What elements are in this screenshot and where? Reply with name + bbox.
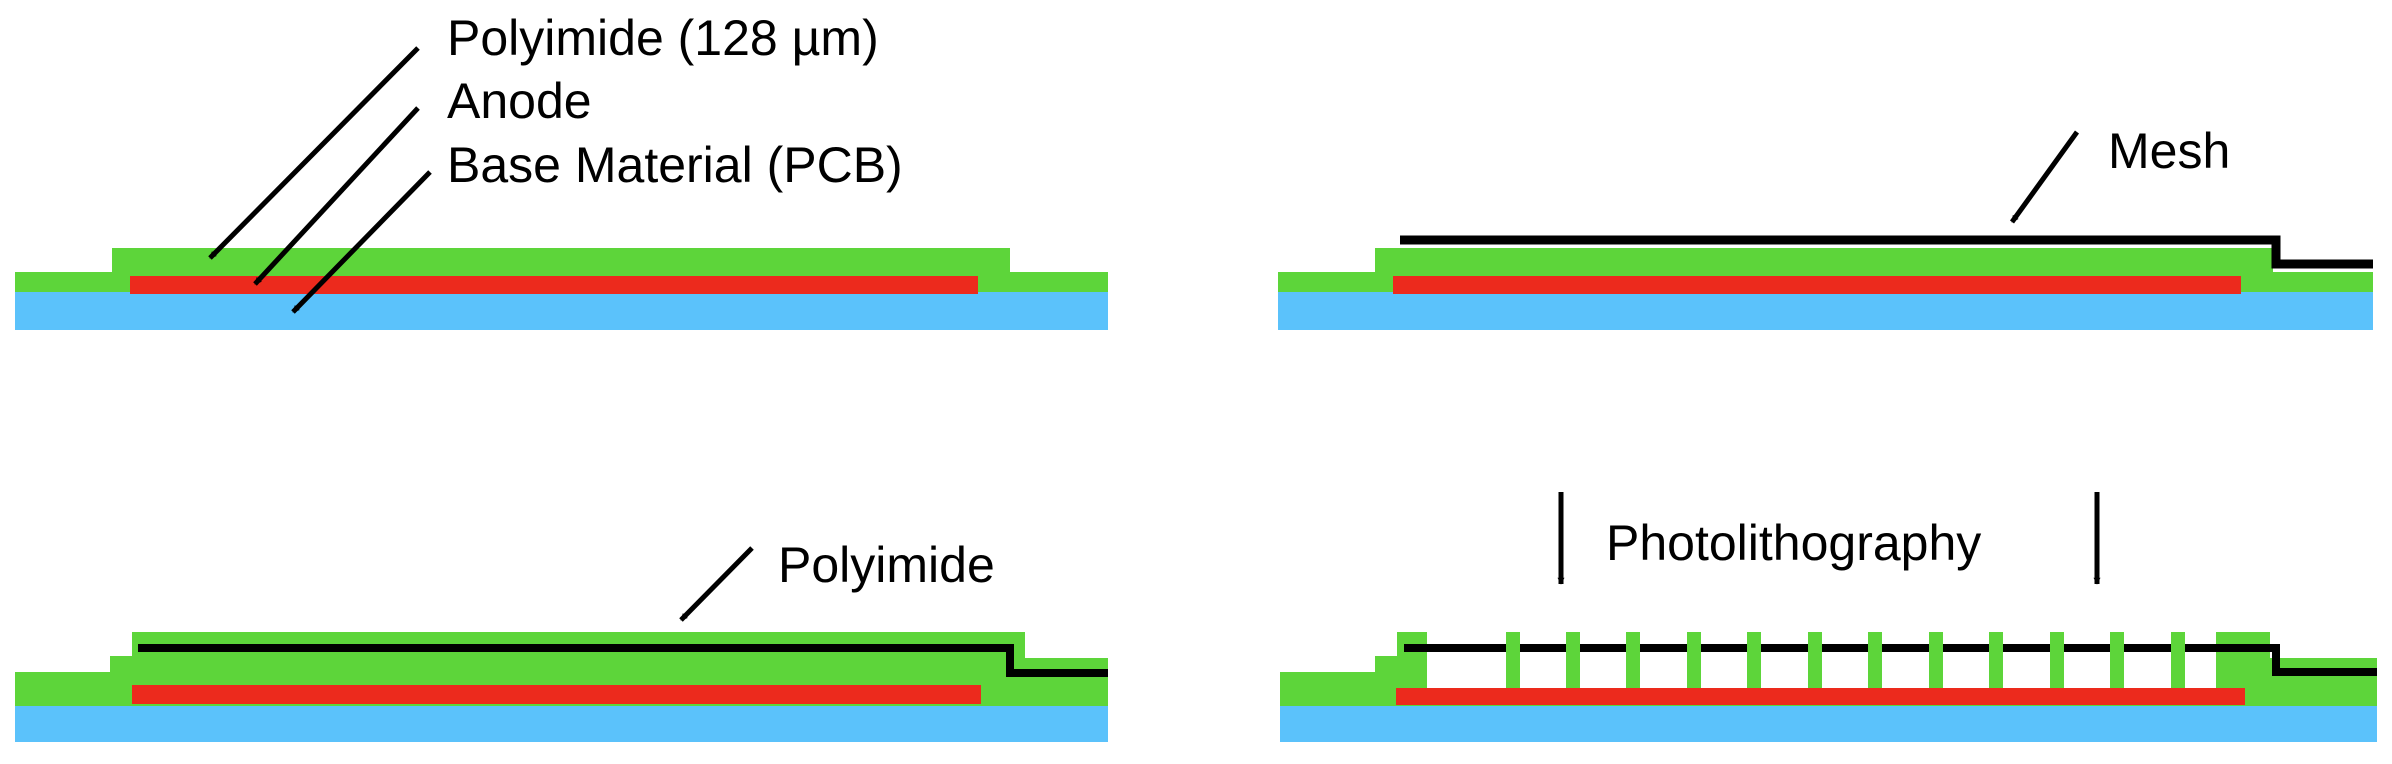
polyimide-pillar xyxy=(1808,632,1822,688)
anode-layer xyxy=(1396,688,2245,705)
label-anode: Anode xyxy=(447,73,592,129)
label-base-material: Base Material (PCB) xyxy=(447,137,903,193)
mesh-layer xyxy=(1400,235,2373,269)
arrow-base-material xyxy=(291,170,432,314)
base-material-layer xyxy=(1278,292,2373,330)
anode-layer xyxy=(1393,276,2241,294)
label-photolithography: Photolithography xyxy=(1606,515,1981,571)
base-material-layer xyxy=(15,706,1108,742)
base-material-layer xyxy=(15,292,1108,330)
polyimide-pillar xyxy=(1929,632,1943,688)
polyimide-pillar xyxy=(1747,632,1761,688)
mesh-layer xyxy=(138,644,1108,677)
polyimide-pillar xyxy=(2050,632,2064,688)
label-polyimide: Polyimide xyxy=(778,537,995,593)
polyimide-pillar xyxy=(1626,632,1640,688)
polyimide-pillar xyxy=(1989,632,2003,688)
polyimide-pillar xyxy=(1868,632,1882,688)
arrow-anode xyxy=(253,106,420,286)
arrow-polyimide xyxy=(208,46,420,260)
anode-layer xyxy=(130,276,978,294)
polyimide-pillar xyxy=(2110,632,2124,688)
panel-step3: Polyimide xyxy=(15,537,1108,742)
polyimide-pillar xyxy=(1566,632,1580,688)
anode-layer xyxy=(132,685,981,704)
panel-step4: Photolithography xyxy=(1280,492,2377,742)
label-polyimide-128: Polyimide (128 µm) xyxy=(447,10,879,66)
mesh-layer xyxy=(1404,644,2377,676)
panel-step1: Polyimide (128 µm) Anode Base Material (… xyxy=(15,10,1108,330)
polyimide-pillars xyxy=(1506,632,2185,688)
panel-step2: Mesh xyxy=(1278,123,2373,330)
arrow-polyimide xyxy=(679,546,754,622)
label-mesh: Mesh xyxy=(2108,123,2230,179)
polyimide-pillar xyxy=(2171,632,2185,688)
base-material-layer xyxy=(1280,706,2377,742)
polyimide-pillar xyxy=(1687,632,1701,688)
arrow-mesh xyxy=(2009,130,2080,224)
polyimide-pillar xyxy=(1506,632,1520,688)
